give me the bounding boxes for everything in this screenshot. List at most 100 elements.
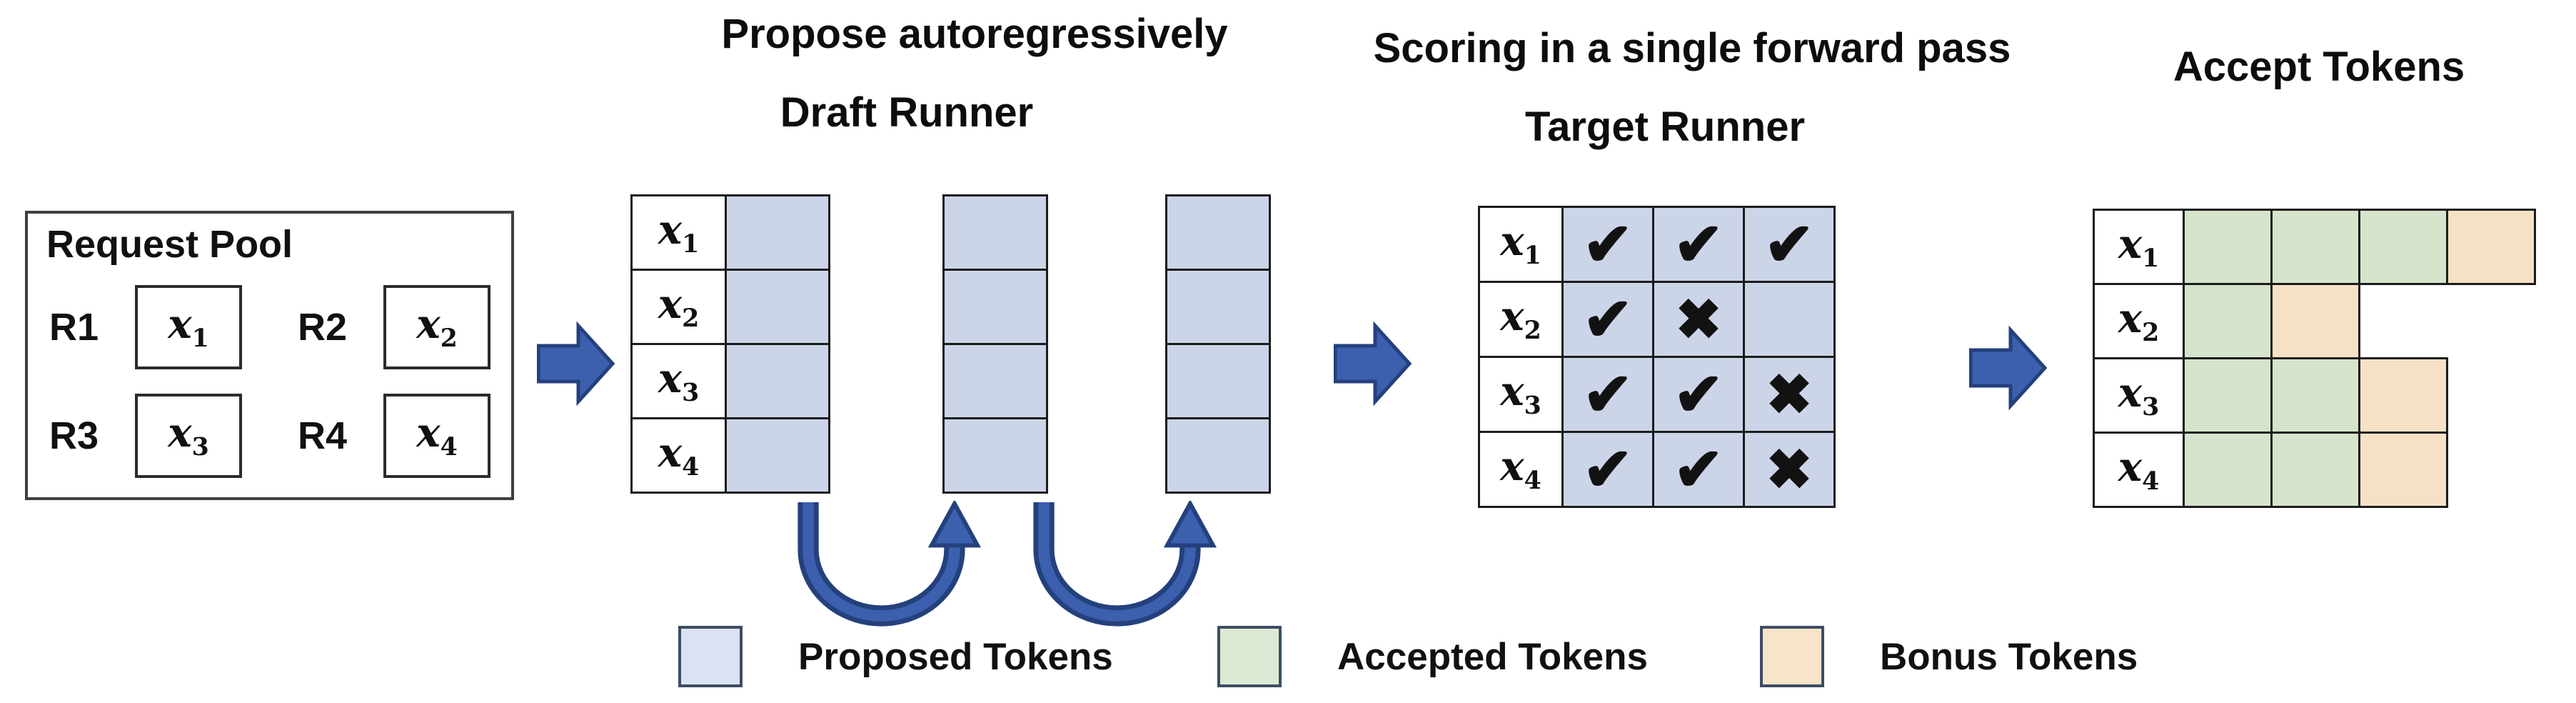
accepted-token-cell <box>2183 283 2273 359</box>
table-row: x4 ✔ ✔ ✖ <box>1478 431 1836 508</box>
score-cell-check: ✔ <box>1652 206 1745 283</box>
table-row: x4 <box>2093 432 2536 508</box>
bonus-token-cell <box>2446 209 2536 285</box>
cross-icon: ✖ <box>1766 438 1813 501</box>
request-token-box: x3 <box>135 394 242 478</box>
draft-proposal-table-step1: x1 x2 x3 x4 <box>630 194 830 494</box>
token-label: x3 <box>1500 368 1541 421</box>
score-cell-check: ✔ <box>1561 206 1654 283</box>
proposed-token-swatch <box>678 626 743 687</box>
check-icon: ✔ <box>1582 436 1634 503</box>
request-id-label: R4 <box>298 414 348 457</box>
table-row: x2 <box>630 269 830 345</box>
proposed-token-cell <box>725 194 830 271</box>
token-label: x1 <box>2118 220 2160 274</box>
token-label: x4 <box>658 429 700 482</box>
accept-tokens-title: Accept Tokens <box>2173 44 2465 90</box>
accepted-token-swatch <box>1217 626 1282 687</box>
accepted-token-cell <box>2183 209 2273 285</box>
accept-row-label-cell: x2 <box>2093 283 2185 359</box>
table-row <box>1165 343 1271 419</box>
accept-row-label-cell: x3 <box>2093 357 2185 434</box>
accepted-token-cell <box>2183 432 2273 508</box>
table-row <box>942 417 1048 494</box>
table-row: x1 <box>2093 209 2536 285</box>
check-icon: ✔ <box>1673 436 1724 503</box>
token-label: x1 <box>168 301 209 354</box>
score-cell-check: ✔ <box>1561 431 1654 508</box>
token-label: x4 <box>2118 443 2160 497</box>
cross-icon: ✖ <box>1766 363 1813 426</box>
table-row: x3 <box>2093 357 2536 434</box>
propose-title: Propose autoregressively <box>721 11 1228 57</box>
token-label: x3 <box>2118 369 2160 422</box>
bonus-token-cell <box>2358 432 2448 508</box>
draft-row-label-cell: x1 <box>630 194 727 271</box>
table-row <box>1165 269 1271 345</box>
score-cell-cross: ✖ <box>1743 356 1836 433</box>
table-row <box>942 343 1048 419</box>
draft-runner-title: Draft Runner <box>780 89 1034 136</box>
flow-arrow-icon <box>537 321 615 406</box>
target-row-label-cell: x3 <box>1478 356 1564 433</box>
table-row: x2✔✖ <box>1478 281 1836 358</box>
check-icon: ✔ <box>1582 211 1634 278</box>
check-icon: ✔ <box>1673 211 1724 278</box>
legend-label: Proposed Tokens <box>798 635 1113 678</box>
flow-arrow-icon <box>1969 326 2048 410</box>
score-cell-cross: ✖ <box>1743 431 1836 508</box>
bonus-token-cell <box>2358 357 2448 434</box>
score-cell-check: ✔ <box>1652 356 1745 433</box>
accept-tokens-table: x1 x2 x3 x4 <box>2093 209 2536 508</box>
check-icon: ✔ <box>1582 286 1634 353</box>
proposed-token-cell <box>725 343 830 419</box>
table-row <box>1165 417 1271 494</box>
accepted-token-cell <box>2358 209 2448 285</box>
request-pool-title: Request Pool <box>46 223 293 266</box>
bonus-token-swatch <box>1760 626 1824 687</box>
token-label: x3 <box>168 409 209 462</box>
table-row: x3 ✔ ✔ ✖ <box>1478 356 1836 433</box>
table-row: x2 <box>2093 283 2536 359</box>
legend-label: Accepted Tokens <box>1337 635 1648 678</box>
accepted-token-cell <box>2183 357 2273 434</box>
request-token-box: x4 <box>383 394 490 478</box>
autoregressive-loop-arrow-icon <box>798 501 982 627</box>
token-label: x1 <box>658 206 700 259</box>
token-label: x3 <box>658 354 700 408</box>
check-icon: ✔ <box>1673 361 1724 428</box>
draft-row-label-cell: x2 <box>630 269 727 345</box>
draft-row-label-cell: x3 <box>630 343 727 419</box>
target-runner-title: Target Runner <box>1524 104 1806 150</box>
target-row-label-cell: x2 <box>1478 281 1564 358</box>
accept-row-label-cell: x1 <box>2093 209 2185 285</box>
table-row <box>942 269 1048 345</box>
token-label: x4 <box>416 409 458 462</box>
score-cell-check: ✔ <box>1561 281 1654 358</box>
token-label: x1 <box>1500 218 1541 271</box>
autoregressive-loop-arrow-icon <box>1033 501 1217 627</box>
proposed-token-cell <box>942 417 1048 494</box>
accepted-token-cell <box>2270 209 2360 285</box>
target-row-label-cell: x4 <box>1478 431 1564 508</box>
proposed-token-cell <box>725 417 830 494</box>
proposed-token-cell <box>942 343 1048 419</box>
token-label: x4 <box>1500 443 1541 496</box>
table-row: x1✔✔✔ <box>1478 206 1836 283</box>
token-label: x2 <box>658 280 700 334</box>
request-token-box: x1 <box>135 285 242 369</box>
proposed-token-cell <box>942 194 1048 271</box>
flow-arrow-icon <box>1334 321 1412 406</box>
bonus-token-cell <box>2270 283 2360 359</box>
check-icon: ✔ <box>1582 361 1634 428</box>
legend-item-accepted: Accepted Tokens <box>1217 626 1648 687</box>
proposed-token-cell <box>942 269 1048 345</box>
target-row-label-cell: x1 <box>1478 206 1564 283</box>
legend-item-bonus: Bonus Tokens <box>1760 626 2138 687</box>
